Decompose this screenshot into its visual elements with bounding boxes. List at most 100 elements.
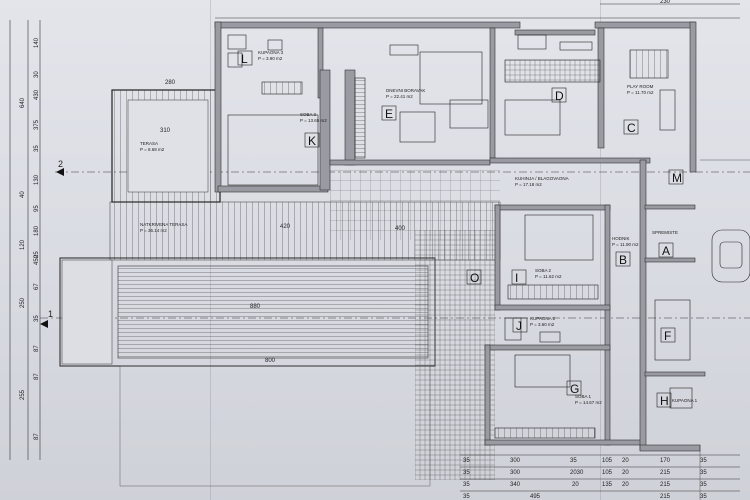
left-dimension-label: 67 — [34, 283, 40, 290]
bottom-dimension-label: 340 — [510, 482, 521, 488]
room-letter: O — [470, 271, 479, 285]
room-letter-box — [512, 317, 528, 333]
left-dimension-label: 87 — [34, 433, 40, 440]
house-walls — [214, 21, 706, 452]
bottom-dimension-label: 105 — [602, 458, 613, 464]
room-letter: I — [515, 271, 518, 285]
room-letter-box — [511, 269, 527, 285]
left-dimension-label: 430 — [34, 89, 40, 100]
room-area: P = 13.65 m2 — [300, 118, 327, 123]
bottom-dimension-label: 35 — [570, 458, 577, 464]
room-letter: F — [664, 329, 671, 343]
room-name: HODNIK — [612, 236, 630, 241]
svg-text:P = 36.14 m2: P = 36.14 m2 — [140, 228, 167, 233]
left-dimension-label: 180 — [34, 225, 40, 236]
bottom-dimension-label: 215 — [660, 470, 671, 476]
room-area: P = 3.90 m2 — [258, 56, 283, 61]
room-area: P = 14.67 m2 — [575, 400, 602, 405]
svg-text:TERASA: TERASA — [140, 141, 158, 146]
room-area: P = 11.90 m2 — [612, 242, 639, 247]
room-letter: D — [555, 89, 564, 103]
room-name: SPREMISTE — [652, 230, 678, 235]
bottom-dimension-label: 300 — [510, 458, 521, 464]
bottom-dimension-label: 20 — [622, 458, 629, 464]
room-m: M — [668, 169, 684, 185]
room-letter: M — [672, 171, 682, 185]
bottom-dimension-label: 35 — [700, 470, 707, 476]
left-dimension-label: 640 — [20, 97, 26, 108]
room-letter: G — [570, 382, 579, 396]
left-dimension-label: 35 — [34, 145, 40, 152]
left-dimension-label: 40 — [20, 191, 26, 198]
left-dimension-label: 250 — [20, 297, 26, 308]
room-letter: H — [660, 394, 669, 408]
bottom-dimension-label: 35 — [463, 482, 470, 488]
room-f: F — [660, 327, 676, 343]
bottom-dimension-label: 300 — [510, 470, 521, 476]
room-letter: L — [241, 52, 248, 66]
bottom-dimension-label: 35 — [700, 494, 707, 500]
room-letter: E — [385, 107, 393, 121]
bottom-dimension-label: 495 — [530, 494, 541, 500]
room-name: SOBA 1 — [575, 394, 592, 399]
room-i: I SOBA 2P = 11.62 m2 — [511, 268, 562, 285]
room-area: P = 11.70 m2 — [627, 90, 654, 95]
svg-text:NATKRIVENA TERASA: NATKRIVENA TERASA — [140, 222, 187, 227]
left-dimension-label: 87 — [34, 345, 40, 352]
left-dimension-label: 375 — [34, 119, 40, 130]
bottom-dimension-label: 35 — [463, 494, 470, 500]
bottom-dimension-chain: 35 300 35 105 20 170 35 35 300 2030 105 20 215 35 35 34… — [460, 454, 740, 500]
left-dimension-label: 95 — [34, 205, 40, 212]
bottom-dimension-label: 20 — [572, 482, 579, 488]
room-letter: B — [619, 253, 627, 267]
bottom-dimension-label: 35 — [700, 458, 707, 464]
bottom-dimension-label: 105 — [602, 470, 613, 476]
room-name: DNEVNI BORAVAK — [386, 88, 425, 93]
room-letter-box — [656, 392, 672, 408]
room-letter-box — [304, 132, 320, 148]
paper-crease — [600, 0, 601, 500]
left-dimension-label: 140 — [34, 37, 40, 48]
left-dimension-label: 35 — [34, 315, 40, 322]
terrace-pergola: TERASA P = 8.68 m2 310 280 — [111, 80, 221, 203]
bottom-dimension-label: 20 — [622, 482, 629, 488]
room-letter-box — [551, 87, 567, 103]
room-letter: C — [627, 121, 636, 135]
left-dimension-label: 87 — [34, 373, 40, 380]
left-dimension-label: 25 — [34, 251, 40, 258]
section-mark-label: 2 — [58, 159, 63, 169]
room-letter-box — [237, 50, 253, 66]
room-name: KUPAONA 3 — [258, 50, 284, 55]
bottom-dimension-label: 215 — [660, 494, 671, 500]
top-dimension: 230 — [215, 0, 740, 19]
left-dimension-label: 30 — [34, 71, 40, 78]
section-mark-label: 1 — [48, 309, 53, 319]
room-area: P = 11.62 m2 — [535, 274, 562, 279]
room-name: KUPAONA 2 — [530, 316, 556, 321]
room-name: SOBA 2 — [535, 268, 552, 273]
bottom-dimension-label: 35 — [463, 458, 470, 464]
left-dimension-label: 255 — [20, 389, 26, 400]
bottom-dimension-label: 35 — [463, 470, 470, 476]
bottom-dimension-label: 35 — [700, 482, 707, 488]
svg-text:280: 280 — [165, 80, 176, 86]
bottom-dimension-label: 170 — [660, 458, 671, 464]
room-letter: A — [662, 244, 670, 258]
bottom-dimension-label: 20 — [622, 470, 629, 476]
room-letter-box — [623, 119, 639, 135]
room-area: P = 3.60 m2 — [530, 322, 555, 327]
room-letter-box — [466, 269, 482, 285]
bottom-dimension-label: 2030 — [570, 470, 584, 476]
left-dimension-label: 130 — [34, 174, 40, 185]
svg-text:420: 420 — [280, 224, 291, 230]
svg-text:310: 310 — [160, 128, 171, 134]
left-dimension-chain: 1403043064037535130409518012025450672503… — [9, 20, 41, 460]
lower-terrace — [119, 365, 431, 487]
